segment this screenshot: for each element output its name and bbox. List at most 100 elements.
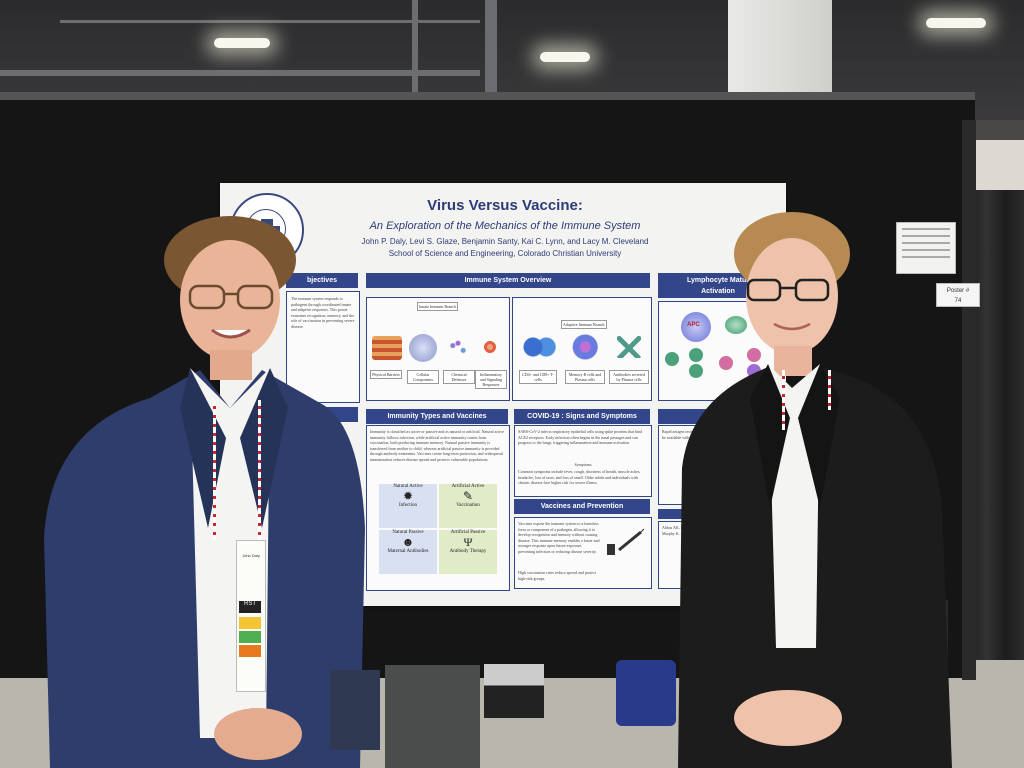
innate-branch-box: Innate Immune Branch Physical Barriers C… xyxy=(366,297,510,401)
memory-cells-label: Memory B cells and Plasma cells xyxy=(565,370,605,384)
artificial-active-label: Artificial Active xyxy=(451,484,485,489)
ceiling-light xyxy=(214,38,270,48)
neck xyxy=(774,346,812,376)
blue-bag xyxy=(616,660,676,726)
glasses-icon xyxy=(188,284,274,310)
virus-icon: ✹ xyxy=(402,489,414,503)
artificial-active-cell: Artificial Active ✎ Vaccination xyxy=(439,484,497,528)
cell-icon xyxy=(409,334,437,362)
lanyard xyxy=(213,400,216,540)
neck xyxy=(210,350,252,380)
poster-board-frame xyxy=(962,120,976,680)
mother-child-icon: ☻ xyxy=(401,535,415,549)
immune-overview-header: Immune System Overview xyxy=(366,273,650,288)
vaccines-prevention-text-2: High vaccination rates reduce spread and… xyxy=(518,570,596,581)
antibody-therapy-label: Antibody Therapy xyxy=(449,549,487,554)
inflammatory-label: Inflammatory and Signaling Responses xyxy=(475,370,507,389)
vaccines-prevention-header: Vaccines and Prevention xyxy=(514,499,650,514)
background-attendee-legs xyxy=(385,665,480,768)
clasped-hands xyxy=(214,708,302,760)
plasma-cell-icon xyxy=(719,356,733,370)
badge-ribbon: RST xyxy=(239,601,261,613)
ceiling-pipe xyxy=(412,0,418,110)
badge-ribbon-green xyxy=(239,631,261,643)
poster-number-sign: Poster # 74 xyxy=(936,283,980,307)
right-presenter xyxy=(678,212,952,768)
covid-box: SARS-CoV-2 infects respiratory epithelia… xyxy=(514,425,652,497)
innate-branch-label: Innate Immune Branch xyxy=(417,302,458,311)
badge-ribbon-yellow xyxy=(239,617,261,629)
objectives-text: The immune system responds to pathogens … xyxy=(291,296,355,329)
vaccines-prevention-box: Vaccines expose the immune system to a h… xyxy=(514,517,652,589)
jacket-lapel xyxy=(750,364,790,508)
poster-title: Virus Versus Vaccine: xyxy=(427,197,583,214)
objectives-box: The immune system responds to pathogens … xyxy=(286,291,360,403)
ceiling-pipe xyxy=(60,20,480,23)
adaptive-branch-box: Adaptive Immune Branch CD4+ and CD8+ T-c… xyxy=(512,297,652,401)
poster-number: 74 xyxy=(954,298,962,304)
ceiling-light xyxy=(926,18,986,28)
poster-affiliation: School of Science and Engineering, Color… xyxy=(388,249,622,258)
objectives-header: bjectives xyxy=(286,273,358,288)
face xyxy=(746,238,838,354)
immunity-types-box: Immunity is classified as active or pass… xyxy=(366,425,510,591)
apc-label: APC xyxy=(687,322,700,328)
jacket-lapel xyxy=(240,368,288,528)
lymphocyte-header-line1: Lymphocyte Matur xyxy=(687,277,749,284)
natural-active-label: Natural Active xyxy=(393,484,423,489)
molecule-icon xyxy=(445,336,471,360)
infection-label: Infection xyxy=(398,503,418,508)
vaccination-label: Vaccination xyxy=(456,503,480,508)
ceiling-pipe xyxy=(0,70,480,76)
poster-authors: John P. Daly, Levi S. Glaze, Benjamin Sa… xyxy=(361,237,649,246)
ceiling-light xyxy=(540,52,590,62)
maternal-antibodies-label: Maternal Antibodies xyxy=(387,549,429,554)
adaptive-branch-label: Adaptive Immune Branch xyxy=(561,320,607,329)
natural-passive-cell: Natural Passive ☻ Maternal Antibodies xyxy=(379,530,437,574)
covid-text: SARS-CoV-2 infects respiratory epithelia… xyxy=(518,429,643,445)
cd4-cd8-label: CD4+ and CD8+ T-cells xyxy=(519,370,557,384)
skin-barrier-icon xyxy=(372,336,402,360)
natural-passive-label: Natural Passive xyxy=(392,530,424,535)
antibody-icon xyxy=(617,336,641,358)
covid-symptoms-text: Common symptoms include fever, cough, sh… xyxy=(518,469,641,485)
pinned-note xyxy=(896,222,956,274)
artificial-passive-cell: Artificial Passive Ψ Antibody Therapy xyxy=(439,530,497,574)
research-poster: Virus Versus Vaccine: An Exploration of … xyxy=(220,183,786,606)
lanyard xyxy=(782,370,785,430)
poster-number-label: Poster # xyxy=(946,288,970,294)
face xyxy=(180,240,280,360)
glasses-icon xyxy=(746,278,830,302)
black-curtain xyxy=(968,190,1024,660)
natural-active-cell: Natural Active ✹ Infection xyxy=(379,484,437,528)
b-cells-icon xyxy=(569,334,605,360)
smile xyxy=(773,322,811,331)
lanyard xyxy=(828,370,831,410)
badge-name: John Daly xyxy=(242,553,260,558)
vaccines-prevention-text: Vaccines expose the immune system to a h… xyxy=(518,521,600,554)
chemical-defenses-label: Chemical Defenses xyxy=(443,370,475,384)
covid-header: COVID-19 : Signs and Symptoms xyxy=(514,409,650,424)
smile xyxy=(211,328,251,339)
cell-icon xyxy=(689,364,703,378)
background-attendee-shoes xyxy=(484,664,544,718)
immunity-types-header: Immunity Types and Vaccines xyxy=(366,409,508,424)
covid-symptoms-title: Symptoms xyxy=(574,462,592,467)
apc-cell-icon xyxy=(681,312,711,342)
poster-subtitle: An Exploration of the Mechanics of the I… xyxy=(369,220,641,232)
t-cell-icon xyxy=(725,316,747,334)
t-cells-icon xyxy=(519,334,559,360)
syringe-icon: ✎ xyxy=(462,489,474,503)
antibody-icon: Ψ xyxy=(463,535,473,549)
background-attendee-legs xyxy=(330,670,380,750)
antibodies-label: Antibodies secreted by Plasma cells xyxy=(609,370,649,384)
clasped-hands xyxy=(734,690,842,746)
artificial-passive-label: Artificial Passive xyxy=(450,530,486,535)
plasma-cell-icon xyxy=(747,348,761,362)
cell-icon xyxy=(665,352,679,366)
inflammation-icon xyxy=(477,334,503,360)
physical-barriers-label: Physical Barriers xyxy=(370,370,402,379)
name-badge: John Daly RST xyxy=(236,540,266,692)
badge-ribbon-orange xyxy=(239,645,261,657)
immunity-types-text: Immunity is classified as active or pass… xyxy=(370,429,505,462)
